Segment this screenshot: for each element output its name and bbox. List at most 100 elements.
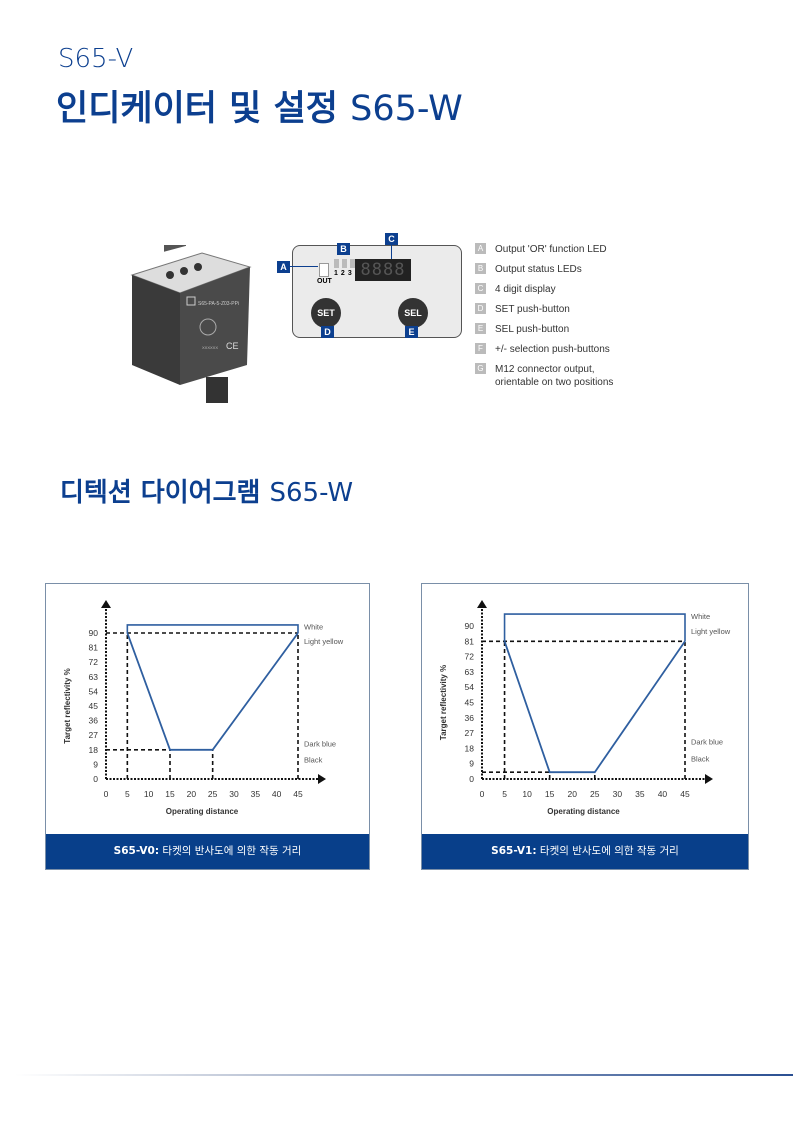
target-color-label: Light yellow — [304, 637, 344, 646]
device-label: S65-PA-5-Z03-PPi — [198, 301, 239, 307]
y-tick-label: 36 — [89, 716, 99, 726]
x-axis-label: Operating distance — [547, 807, 620, 816]
y-axis-arrow-icon — [477, 600, 487, 608]
y-tick-label: 0 — [93, 774, 98, 784]
x-tick-label: 20 — [567, 789, 577, 799]
y-tick-label: 45 — [89, 701, 99, 711]
x-axis-arrow-icon — [318, 774, 326, 784]
x-tick-label: 35 — [251, 789, 261, 799]
x-tick-label: 10 — [522, 789, 532, 799]
device-serial: XXXXXX — [202, 345, 218, 350]
y-tick-label: 18 — [465, 743, 475, 753]
y-tick-label: 9 — [469, 759, 474, 769]
x-tick-label: 35 — [635, 789, 645, 799]
x-tick-label: 10 — [144, 789, 154, 799]
y-tick-label: 54 — [89, 686, 99, 696]
y-tick-label: 81 — [89, 643, 99, 653]
led-number: 1 — [334, 270, 338, 277]
tag-b: B — [337, 243, 350, 255]
sel-button: SEL — [398, 298, 428, 328]
x-tick-label: 0 — [104, 789, 109, 799]
y-tick-label: 27 — [465, 728, 475, 738]
tag-c: C — [385, 233, 398, 245]
white-target-box — [126, 624, 299, 633]
y-tick-label: 72 — [89, 657, 99, 667]
section-title: 디텍션 다이어그램 S65-W — [60, 472, 353, 509]
y-tick-label: 9 — [93, 759, 98, 769]
four-digit-display: 8888 — [355, 259, 411, 281]
x-tick-label: 30 — [613, 789, 623, 799]
section-title-korean: 디텍션 다이어그램 — [60, 478, 261, 508]
y-tick-label: 72 — [465, 652, 475, 662]
title-korean: 인디케이터 및 설정 — [56, 89, 338, 129]
operating-area-line — [126, 632, 299, 751]
target-color-label: Dark blue — [691, 738, 723, 747]
legend-item: F+/- selection push-buttons — [475, 343, 640, 356]
tag-a: A — [277, 261, 290, 273]
status-leds — [334, 259, 355, 268]
target-color-label: White — [304, 623, 323, 632]
x-tick-label: 45 — [293, 789, 303, 799]
x-tick-label: 25 — [590, 789, 600, 799]
y-tick-label: 18 — [89, 745, 99, 755]
tag-e: E — [405, 326, 418, 338]
title-model: S65-W — [350, 89, 463, 129]
y-axis-label: Target reflectivity % — [439, 665, 448, 740]
operating-area-line — [503, 640, 686, 774]
svg-text:CE: CE — [226, 341, 239, 351]
section-title-model: S65-W — [269, 478, 354, 508]
x-tick-label: 0 — [480, 789, 485, 799]
target-color-label: Black — [691, 755, 710, 764]
x-tick-label: 40 — [272, 789, 282, 799]
y-tick-label: 54 — [465, 682, 475, 692]
chart-caption: S65-V0: 타켓의 반사도에 의한 작동 거리 — [46, 834, 369, 869]
footer-divider — [15, 1074, 793, 1076]
y-axis-label: Target reflectivity % — [63, 668, 72, 743]
x-axis-arrow-icon — [705, 774, 713, 784]
target-color-label: Black — [304, 756, 323, 765]
x-axis-label: Operating distance — [166, 807, 239, 816]
page-subtitle: S65-V — [58, 44, 134, 74]
target-color-label: Dark blue — [304, 739, 336, 748]
y-tick-label: 63 — [89, 672, 99, 682]
set-button: SET — [311, 298, 341, 328]
out-label: OUT — [317, 278, 332, 285]
y-tick-label: 90 — [465, 621, 475, 631]
x-tick-label: 20 — [187, 789, 197, 799]
tag-d: D — [321, 326, 334, 338]
x-tick-label: 30 — [229, 789, 239, 799]
x-tick-label: 25 — [208, 789, 218, 799]
x-tick-label: 15 — [165, 789, 175, 799]
y-tick-label: 45 — [465, 698, 475, 708]
x-tick-label: 40 — [658, 789, 668, 799]
led-number: 3 — [347, 270, 352, 277]
sensor-image: S65-PA-5-Z03-PPi XXXXXX CE — [122, 237, 257, 405]
y-axis-arrow-icon — [101, 600, 111, 608]
y-tick-label: 0 — [469, 774, 474, 784]
x-tick-label: 5 — [125, 789, 130, 799]
y-tick-label: 36 — [465, 713, 475, 723]
y-tick-label: 81 — [465, 636, 475, 646]
target-color-label: White — [691, 612, 710, 621]
out-led — [319, 263, 329, 277]
y-tick-label: 90 — [89, 628, 99, 638]
x-tick-label: 15 — [545, 789, 555, 799]
x-tick-label: 45 — [680, 789, 690, 799]
x-tick-label: 5 — [502, 789, 507, 799]
y-tick-label: 63 — [465, 667, 475, 677]
target-color-label: Light yellow — [691, 627, 731, 636]
led-number: 2 — [340, 270, 345, 277]
page-title: 인디케이터 및 설정 S65-W — [56, 80, 463, 131]
white-target-box — [503, 613, 686, 642]
chart-caption: S65-V1: 타켓의 반사도에 의한 작동 거리 — [422, 834, 748, 869]
y-tick-label: 27 — [89, 730, 99, 740]
